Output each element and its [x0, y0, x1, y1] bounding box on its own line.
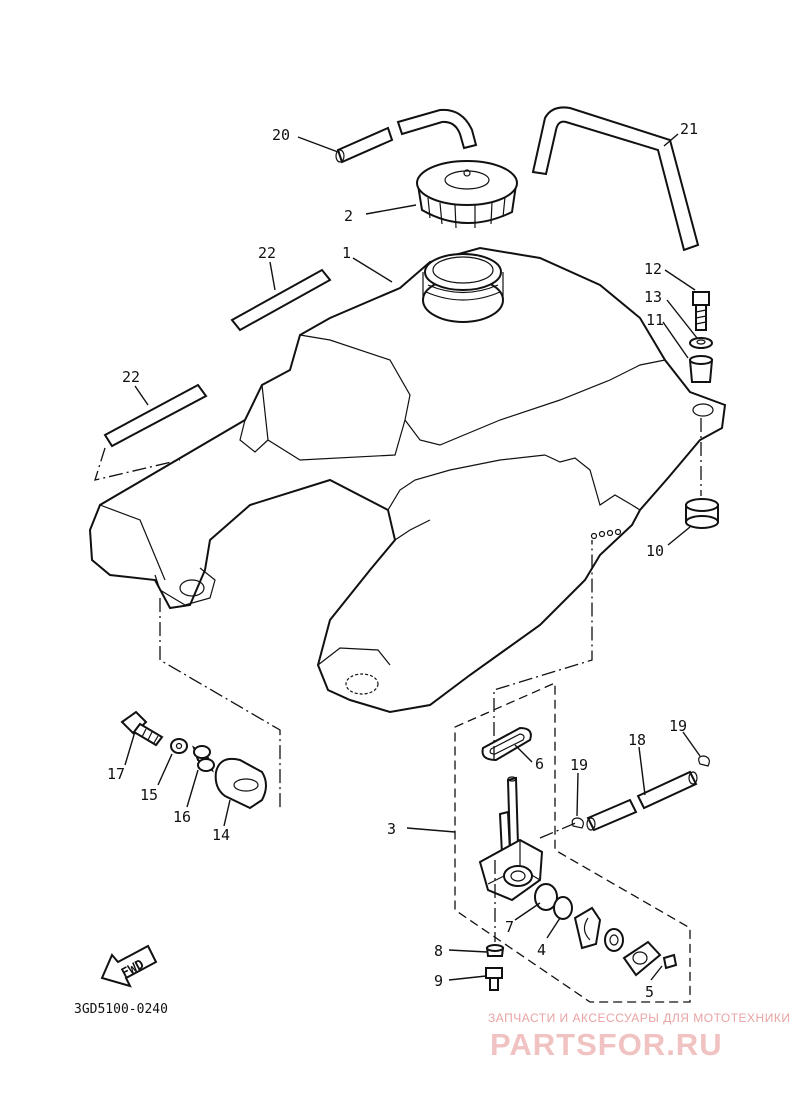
watermark-brand: PARTSFOR.RU	[490, 1027, 723, 1062]
hose-clip-19-right	[698, 755, 710, 767]
forward-direction-arrow: FWD	[100, 944, 158, 988]
callout-6: 6	[535, 755, 544, 773]
fuel-cap-part	[416, 160, 518, 229]
callout-18: 18	[628, 731, 646, 749]
tank-bolt-right	[692, 291, 710, 331]
washer-13	[689, 337, 713, 349]
damper-14	[214, 757, 267, 810]
watermark: ЗАПЧАСТИ И АКСЕССУАРЫ ДЛЯ МОТОТЕХНИКИ PA…	[488, 1011, 790, 1062]
callout-11: 11	[646, 311, 664, 329]
fuel-hose-18	[586, 770, 698, 832]
damper-10	[685, 498, 719, 529]
callout-4: 4	[537, 941, 546, 959]
callout-19a: 19	[570, 756, 588, 774]
callout-19b: 19	[669, 717, 687, 735]
watermark-tagline: ЗАПЧАСТИ И АКСЕССУАРЫ ДЛЯ МОТОТЕХНИКИ	[488, 1011, 790, 1025]
callout-10: 10	[646, 542, 664, 560]
collar-11	[688, 355, 714, 383]
callout-3: 3	[387, 820, 396, 838]
callout-17: 17	[107, 765, 125, 783]
fuel-cock-assembly	[454, 540, 691, 1003]
callout-20: 20	[272, 126, 290, 144]
callout-12: 12	[644, 260, 662, 278]
callout-22b: 22	[122, 368, 140, 386]
fuel-tank-part	[88, 246, 727, 714]
breather-hose-part	[335, 108, 478, 164]
callout-1: 1	[342, 244, 351, 262]
callout-13: 13	[644, 288, 662, 306]
collar-16	[192, 745, 215, 773]
callout-22a: 22	[258, 244, 276, 262]
callout-16: 16	[173, 808, 191, 826]
bolt-17	[120, 710, 164, 747]
callout-numbers: 1 2 3 4 5 6 7 8 9 10 11 12 13 14 15 16 1…	[107, 120, 698, 1001]
damper-strip-lower	[94, 383, 208, 481]
callout-21: 21	[680, 120, 698, 138]
hose-clip-19-left	[571, 817, 584, 829]
tank-band-part	[531, 106, 700, 252]
callout-5: 5	[645, 983, 654, 1001]
damper-strip-upper	[230, 268, 332, 332]
callout-8: 8	[434, 942, 443, 960]
callout-2: 2	[344, 207, 353, 225]
washer-15	[170, 738, 188, 754]
callout-15: 15	[140, 786, 158, 804]
callout-7: 7	[505, 918, 514, 936]
leader-lines	[124, 133, 701, 981]
callout-9: 9	[434, 972, 443, 990]
callout-14: 14	[212, 826, 230, 844]
drawing-code: 3GD5100-0240	[74, 1002, 168, 1017]
